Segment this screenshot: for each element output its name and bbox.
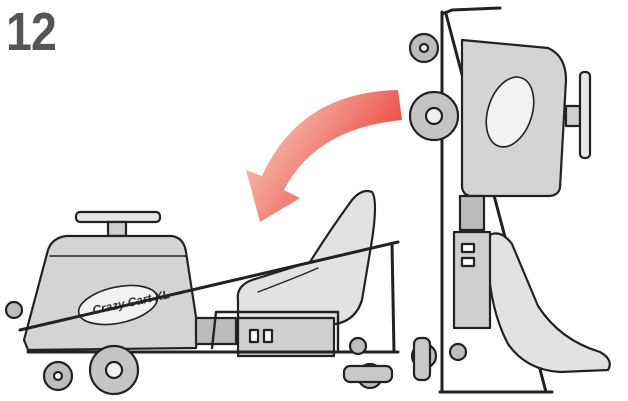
upright-steering-wheel xyxy=(580,72,590,158)
upright-small-caster xyxy=(450,344,466,360)
frame-rear-upright xyxy=(392,244,394,352)
upright-motor-spring xyxy=(460,196,484,230)
curved-arrow-icon xyxy=(246,90,402,222)
upright-seat xyxy=(488,233,610,372)
battery-connector-1 xyxy=(250,330,258,342)
steering-column xyxy=(108,222,126,236)
rear-caster-wheel-2 xyxy=(350,338,366,354)
body-side-wheel xyxy=(6,302,22,318)
cart-side-view: Crazy Cart XL xyxy=(6,191,398,394)
cart-upright-view xyxy=(410,8,610,392)
upright-steering-column xyxy=(566,106,580,126)
upright-frame-top-bar xyxy=(442,8,500,14)
battery-connector-2 xyxy=(264,330,272,342)
steering-wheel-bar xyxy=(76,212,160,222)
